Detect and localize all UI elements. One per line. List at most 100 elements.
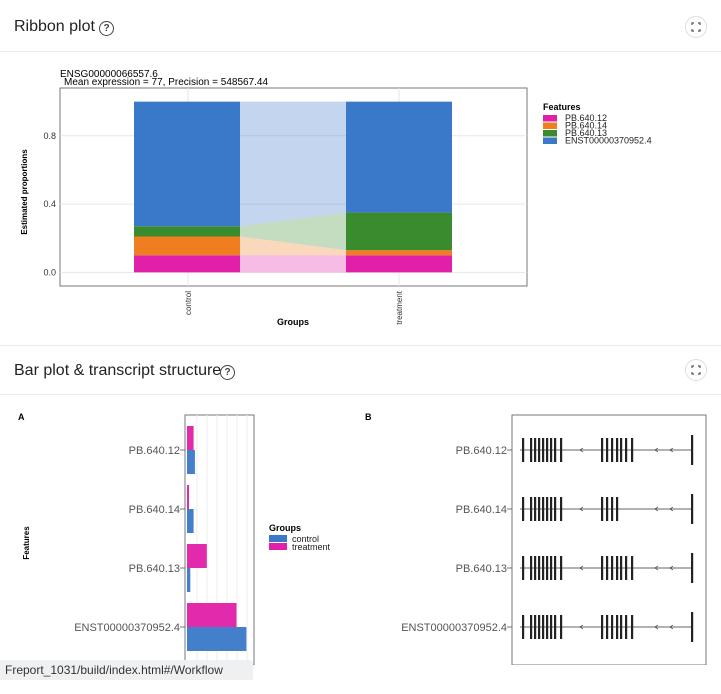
strand-arrow <box>579 506 584 512</box>
exon <box>522 615 525 639</box>
bar-control-ENST00000370952.4 <box>134 101 240 227</box>
exon <box>611 438 614 462</box>
exon <box>542 438 545 462</box>
exon <box>560 438 563 462</box>
exon <box>560 556 563 580</box>
exon <box>530 438 533 462</box>
exon <box>616 497 619 521</box>
y-tick-label: PB.640.13 <box>129 563 180 575</box>
bar-plot-divider <box>0 394 721 395</box>
bar-PB.640.14-control <box>187 509 194 533</box>
bar-plot-header: Bar plot & transcript structure ? <box>0 346 721 398</box>
transcript-structures <box>520 435 694 642</box>
ribbon-PB.640.13 <box>240 212 346 251</box>
exon <box>550 438 553 462</box>
bar-PB.640.12-treatment <box>187 426 194 450</box>
exon <box>606 438 609 462</box>
exon <box>616 615 619 639</box>
exon <box>631 615 634 639</box>
exon <box>534 615 537 639</box>
bar-y-axis-title: Features <box>22 526 31 560</box>
ribbon-plot-subtitle: Mean expression = 77, Precision = 548567… <box>64 77 268 88</box>
bar-PB.640.13-treatment <box>187 544 207 568</box>
exon <box>601 497 604 521</box>
x-tick-label: control <box>184 291 193 315</box>
exon <box>542 615 545 639</box>
exon <box>606 615 609 639</box>
strand-arrow <box>669 624 674 630</box>
exon <box>611 556 614 580</box>
help-icon[interactable]: ? <box>220 365 235 380</box>
legend-label: ENST00000370952.4 <box>565 136 652 146</box>
exon <box>625 438 628 462</box>
ribbon-plot-divider <box>0 51 721 52</box>
strand-arrow <box>654 506 659 512</box>
bar-treatment-PB.640.14 <box>346 250 452 256</box>
bar-treatment-PB.640.12 <box>346 255 452 273</box>
exon <box>554 615 557 639</box>
y-tick-label: PB.640.12 <box>129 445 180 457</box>
bar-legend-title: Groups <box>269 523 301 533</box>
exon <box>560 497 563 521</box>
expand-ribbon-plot-button[interactable] <box>685 16 707 38</box>
exon <box>560 615 563 639</box>
legend-title: Features <box>543 102 581 112</box>
exon <box>546 615 549 639</box>
y-axis-title: Estimated proportions <box>20 149 29 235</box>
exon <box>616 438 619 462</box>
exon <box>601 615 604 639</box>
exon <box>691 612 694 642</box>
legend-swatch <box>543 115 557 122</box>
exon <box>538 497 541 521</box>
bar-ENST00000370952.4-treatment <box>187 603 237 627</box>
legend-swatch <box>543 137 557 144</box>
legend-swatch <box>269 543 287 550</box>
ribbon-marks <box>134 101 452 273</box>
y-tick-label: 0.0 <box>43 267 56 277</box>
strand-arrow <box>579 565 584 571</box>
exon <box>538 438 541 462</box>
exon <box>534 556 537 580</box>
exon <box>542 497 545 521</box>
bar-PB.640.12-control <box>187 450 195 474</box>
strand-arrow <box>669 506 674 512</box>
exon <box>606 556 609 580</box>
bar-ENST00000370952.4-control <box>187 627 247 651</box>
exon <box>620 556 623 580</box>
y-tick-label: 0.8 <box>43 131 56 141</box>
y-tick-label: PB.640.14 <box>456 504 507 516</box>
exon <box>691 494 694 524</box>
exon <box>611 497 614 521</box>
legend-label: PB.640.12 <box>565 113 607 123</box>
panel-b-label: B <box>365 412 372 422</box>
exon <box>611 615 614 639</box>
exon <box>554 497 557 521</box>
exon <box>606 497 609 521</box>
y-tick-label: 0.4 <box>43 199 56 209</box>
bar-axis-labels: PB.640.12PB.640.14PB.640.13ENST000003709… <box>74 445 185 634</box>
bar-control-PB.640.13 <box>134 226 240 237</box>
help-icon[interactable]: ? <box>99 21 114 36</box>
exon <box>534 497 537 521</box>
ribbon-ENST00000370952.4 <box>240 101 346 227</box>
x-axis-title: Groups <box>277 317 309 327</box>
strand-arrow <box>669 565 674 571</box>
ribbon-plot-header: Ribbon plot ? <box>0 0 721 52</box>
ribbon-PB.640.12 <box>240 255 346 273</box>
exon <box>631 438 634 462</box>
bar-marks <box>187 426 247 651</box>
strand-arrow <box>654 565 659 571</box>
y-tick-label: ENST00000370952.4 <box>74 622 180 634</box>
strand-arrow <box>579 624 584 630</box>
exon <box>546 556 549 580</box>
bar-treatment-ENST00000370952.4 <box>346 101 452 213</box>
legend-label: PB.640.14 <box>565 121 607 131</box>
expand-bar-plot-button[interactable] <box>685 359 707 381</box>
ribbon-PB.640.14 <box>240 236 346 256</box>
y-tick-label: ENST00000370952.4 <box>401 622 507 634</box>
strand-arrow <box>654 624 659 630</box>
structure-axis-labels: PB.640.12PB.640.14PB.640.13ENST000003709… <box>401 445 512 634</box>
y-tick-label: PB.640.12 <box>456 445 507 457</box>
